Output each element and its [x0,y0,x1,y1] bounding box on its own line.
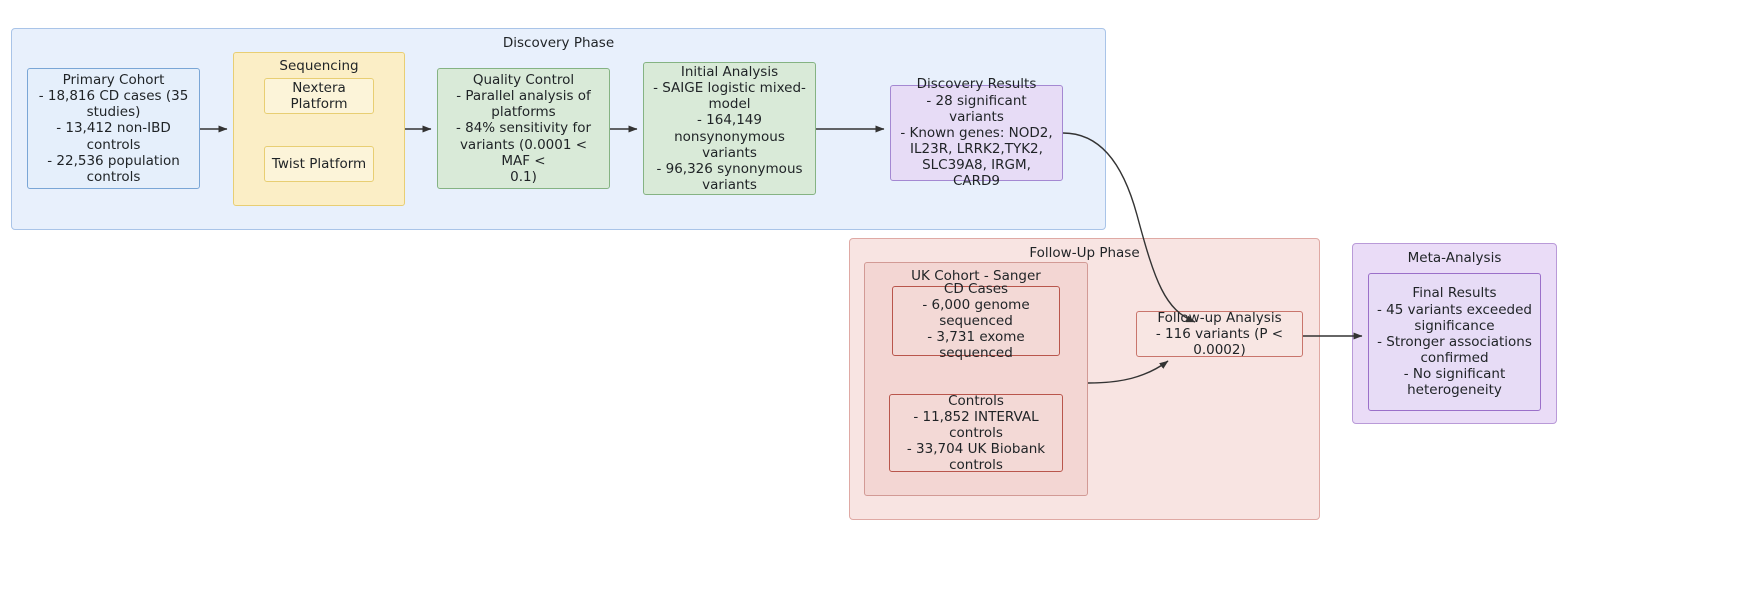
cd-cases-title: CD Cases [943,280,1009,297]
sequencing-subgraph-title: Sequencing [279,58,359,74]
primary-cohort-line1: - 18,816 CD cases (35 [38,88,189,105]
controls-title: Controls [948,392,1004,409]
node-quality-control[interactable]: Quality Control - Parallel analysis of p… [437,68,610,189]
cd-cases-line2: - 3,731 exome sequenced [927,329,1025,362]
node-cd-cases[interactable]: CD Cases - 6,000 genome sequenced - 3,73… [892,281,1060,361]
discovery-results-line1: - 28 significant variants [926,92,1027,125]
node-twist-platform[interactable]: Twist Platform [264,146,374,182]
primary-cohort-line2: studies) [86,104,141,121]
quality-control-title: Quality Control [472,71,575,88]
initial-analysis-line1: - SAIGE logistic mixed- [653,79,806,96]
primary-cohort-title: Primary Cohort [62,71,165,88]
cd-cases-line1: - 6,000 genome sequenced [922,296,1030,329]
discovery-phase-title: Discovery Phase [502,35,615,51]
initial-analysis-line3: - 164,149 nonsynonymous [674,112,785,145]
node-primary-cohort[interactable]: Primary Cohort - 18,816 CD cases (35 stu… [27,68,200,189]
node-initial-analysis[interactable]: Initial Analysis - SAIGE logistic mixed-… [643,62,816,195]
meta-analysis-title: Meta-Analysis [1407,250,1502,266]
initial-analysis-line2: model [708,96,751,113]
final-results-line3: - Stronger associations [1377,333,1532,350]
quality-control-line2: platforms [491,104,556,121]
node-discovery-results[interactable]: Discovery Results - 28 significant varia… [890,76,1063,189]
controls-line2: - 33,704 UK Biobank [906,441,1046,458]
followup-analysis-title: Follow-up Analysis [1157,309,1282,326]
primary-cohort-line5: controls [86,168,141,185]
final-results-line5: - No significant [1403,366,1506,383]
primary-cohort-line3: - 13,412 non-IBD controls [56,120,171,153]
nextera-title: Nextera Platform [290,79,348,112]
quality-control-line5: 0.1) [510,168,537,185]
final-results-line6: heterogeneity [1407,382,1502,399]
discovery-results-line3: IL23R, LRRK2,TYK2, [910,141,1043,158]
initial-analysis-line6: variants [702,177,757,194]
controls-line3: controls [949,457,1003,474]
node-nextera-platform[interactable]: Nextera Platform [264,78,374,114]
initial-analysis-line4: variants [702,144,757,161]
final-results-line4: confirmed [1420,350,1489,367]
final-results-title: Final Results [1412,285,1497,302]
node-followup-analysis[interactable]: Follow-up Analysis - 116 variants (P < 0… [1136,309,1303,359]
final-results-line2: significance [1414,317,1495,334]
node-final-results[interactable]: Final Results - 45 variants exceeded sig… [1368,273,1541,411]
quality-control-line3: - 84% sensitivity for [455,120,592,137]
controls-line1: - 11,852 INTERVAL controls [913,408,1039,441]
initial-analysis-line5: - 96,326 synonymous [656,160,803,177]
twist-title: Twist Platform [271,155,367,172]
quality-control-line1: - Parallel analysis of [456,88,591,105]
node-controls[interactable]: Controls - 11,852 INTERVAL controls - 33… [889,392,1063,474]
primary-cohort-line4: - 22,536 population [47,152,180,169]
final-results-line1: - 45 variants exceeded [1377,301,1532,318]
followup-phase-title: Follow-Up Phase [1029,245,1140,261]
quality-control-line4: variants (0.0001 < MAF < [459,136,588,169]
sequencing-subgraph-container: Sequencing [233,52,405,206]
discovery-results-line2: - Known genes: NOD2, [900,124,1053,141]
discovery-results-title: Discovery Results [916,76,1037,93]
followup-analysis-line1: - 116 variants (P < 0.0002) [1155,325,1284,359]
initial-analysis-title: Initial Analysis [680,63,779,80]
discovery-results-line4: SLC39A8, IRGM, CARD9 [922,157,1031,190]
